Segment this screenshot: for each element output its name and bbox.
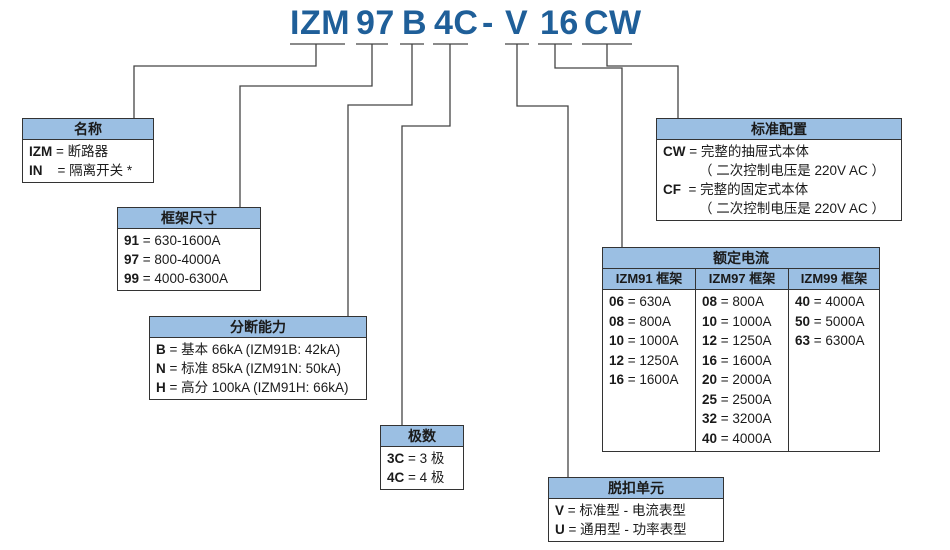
current-izm97-row: 20 = 2000A [702,372,772,387]
name-box-title: 名称 [23,119,153,140]
breaking-box-title: 分断能力 [150,317,366,338]
poles-box-title: 极数 [381,426,463,447]
current-izm91-row: 08 = 800A [609,313,671,329]
current-box: 额定电流 IZM91 框架 06 = 630A 08 = 800A 10 = 1… [602,247,880,452]
code-part-current: 16 [540,4,579,42]
current-izm91-row: 10 = 1000A [609,333,679,348]
current-col-izm99-header: IZM99 框架 [789,269,879,290]
current-izm91-row: 06 = 630A [609,294,671,309]
current-izm91-row: 16 = 1600A [609,372,679,387]
name-row-izm: IZM = 断路器 [29,144,109,159]
current-izm97-row: 08 = 800A [702,294,764,309]
breaking-row-b: B = 基本 66kA (IZM91B: 42kA) [156,342,341,357]
breaking-row-h: H = 高分 100kA (IZM91H: 66kA) [156,380,349,395]
config-box-title: 标准配置 [657,119,901,140]
current-izm97-row: 12 = 1250A [702,333,772,348]
current-izm91-row: 12 = 1250A [609,352,679,368]
config-row-cw-note: （ 二次控制电压是 220V AC ） [699,163,886,178]
trip-row-u: U = 通用型 - 功率表型 [555,522,687,537]
name-box: 名称 IZM = 断路器 IN = 隔离开关 * [22,118,154,183]
config-row-cf: CF = 完整的固定式本体 [663,182,809,197]
frame-row-99: 99 = 4000-6300A [124,271,228,286]
current-izm97-row: 32 = 3200A [702,411,772,426]
trip-box-title: 脱扣单元 [549,478,723,499]
config-box: 标准配置 CW = 完整的抽屉式本体 （ 二次控制电压是 220V AC ） C… [656,118,902,221]
current-col-izm91: IZM91 框架 06 = 630A 08 = 800A 10 = 1000A … [603,269,696,451]
frame-row-97: 97 = 800-4000A [124,252,221,267]
current-izm97-row: 40 = 4000A [702,430,772,446]
frame-box-title: 框架尺寸 [118,208,260,229]
current-col-izm99: IZM99 框架 40 = 4000A 50 = 5000A 63 = 6300… [789,269,879,451]
breaking-row-n: N = 标准 85kA (IZM91N: 50kA) [156,361,341,376]
frame-row-91: 91 = 630-1600A [124,233,221,248]
code-part-frame: 97 [356,4,395,42]
poles-row-3c: 3C = 3 极 [387,451,445,466]
current-col-izm91-header: IZM91 框架 [603,269,695,290]
code-part-dash: - [482,4,494,42]
trip-row-v: V = 标准型 - 电流表型 [555,503,686,518]
code-part-izm: IZM [290,4,351,42]
code-part-trip: V [505,4,529,42]
config-row-cw: CW = 完整的抽屉式本体 [663,144,809,159]
config-row-cf-note: （ 二次控制电压是 220V AC ） [699,201,886,216]
current-izm99-row: 63 = 6300A [795,333,865,348]
current-izm97-row: 25 = 2500A [702,391,772,407]
current-izm97-row: 10 = 1000A [702,313,772,329]
code-part-breaking: B [402,4,428,42]
current-izm97-row: 16 = 1600A [702,352,772,368]
code-part-poles: 4C [434,4,479,42]
current-box-title: 额定电流 [603,248,879,269]
poles-box: 极数 3C = 3 极 4C = 4 极 [380,425,464,490]
poles-row-4c: 4C = 4 极 [387,470,445,485]
trip-box: 脱扣单元 V = 标准型 - 电流表型 U = 通用型 - 功率表型 [548,477,724,542]
breaking-box: 分断能力 B = 基本 66kA (IZM91B: 42kA) N = 标准 8… [149,316,367,400]
frame-box: 框架尺寸 91 = 630-1600A 97 = 800-4000A 99 = … [117,207,261,291]
code-part-config: CW [584,4,642,42]
current-izm99-row: 50 = 5000A [795,313,865,329]
name-row-in: IN = 隔离开关 * [29,163,133,178]
current-col-izm97: IZM97 框架 08 = 800A 10 = 1000A 12 = 1250A… [696,269,789,451]
current-col-izm97-header: IZM97 框架 [696,269,788,290]
current-izm99-row: 40 = 4000A [795,294,865,309]
